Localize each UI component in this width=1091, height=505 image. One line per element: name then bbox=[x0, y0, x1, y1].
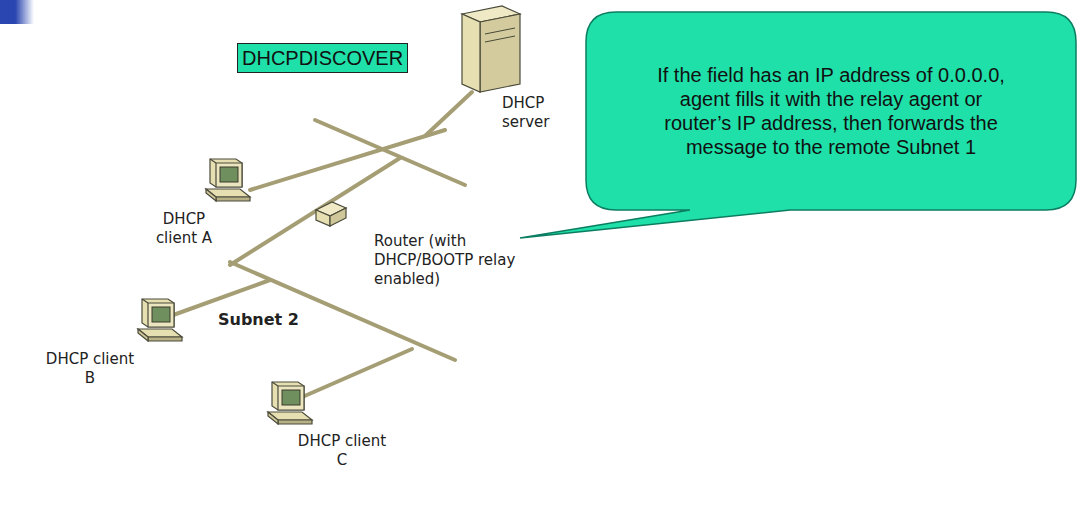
client-a-computer bbox=[206, 159, 250, 201]
callout-text: If the field has an IP address of 0.0.0.… bbox=[645, 63, 1017, 159]
server-label: DHCP server bbox=[502, 94, 562, 132]
router-box bbox=[316, 202, 346, 226]
dhcp-server-tower bbox=[462, 6, 520, 92]
message-tag: DHCPDISCOVER bbox=[237, 43, 408, 73]
subnet-label: Subnet 2 bbox=[218, 310, 328, 329]
client-label: DHCP client A bbox=[140, 210, 228, 248]
callout-bubble: If the field has an IP address of 0.0.0.… bbox=[586, 12, 1076, 210]
client-a-cable bbox=[250, 130, 445, 190]
message-name: DHCPDISCOVER bbox=[242, 47, 403, 69]
callout-outline bbox=[520, 12, 1076, 238]
slide-corner-mark bbox=[0, 0, 34, 24]
callout-shape bbox=[586, 12, 1076, 210]
client-c-computer bbox=[268, 382, 312, 424]
router-label: Router (with DHCP/BOOTP relay enabled) bbox=[374, 232, 540, 289]
client-b-computer bbox=[138, 299, 182, 341]
client-label: DHCP client C bbox=[296, 432, 388, 470]
client-label: DHCP client B bbox=[44, 350, 136, 388]
server-cable bbox=[425, 92, 472, 136]
client-c-cable bbox=[300, 349, 412, 398]
